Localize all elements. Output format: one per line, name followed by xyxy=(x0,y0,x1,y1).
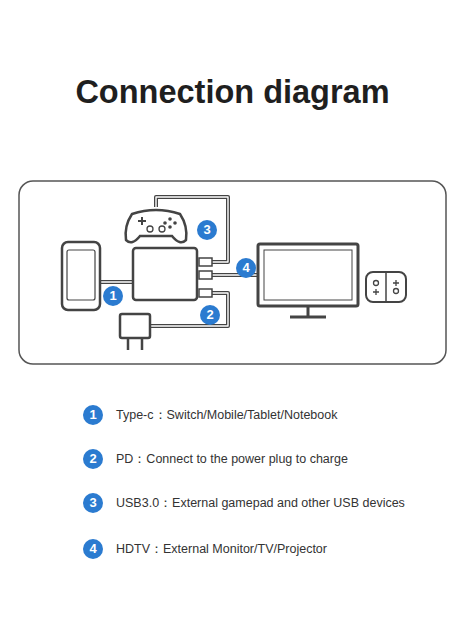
legend-description: HDTV：External Monitor/TV/Projector xyxy=(116,540,327,558)
charger-icon xyxy=(120,314,150,350)
gamepad-icon xyxy=(126,210,187,242)
callout-number: 3 xyxy=(83,493,103,513)
callout-number: 4 xyxy=(236,258,256,278)
callout-number: 3 xyxy=(197,220,217,240)
tv-icon xyxy=(258,244,358,317)
callout-number: 4 xyxy=(83,539,103,559)
hub-box xyxy=(133,248,212,300)
phone-icon xyxy=(62,242,100,310)
panel-frame xyxy=(19,181,446,364)
legend-description: Type-c：Switch/Mobile/Tablet/Notebook xyxy=(116,406,337,424)
legend-description: PD：Connect to the power plug to charge xyxy=(116,450,348,468)
page-title: Connection diagram xyxy=(0,70,465,114)
joycon-icon xyxy=(366,272,406,302)
callout-number: 2 xyxy=(200,305,220,325)
callout-number: 2 xyxy=(83,449,103,469)
cables xyxy=(100,197,258,326)
legend-description: USB3.0：External gamepad and other USB de… xyxy=(116,494,405,512)
callout-number: 1 xyxy=(103,286,123,306)
callout-number: 1 xyxy=(83,405,103,425)
